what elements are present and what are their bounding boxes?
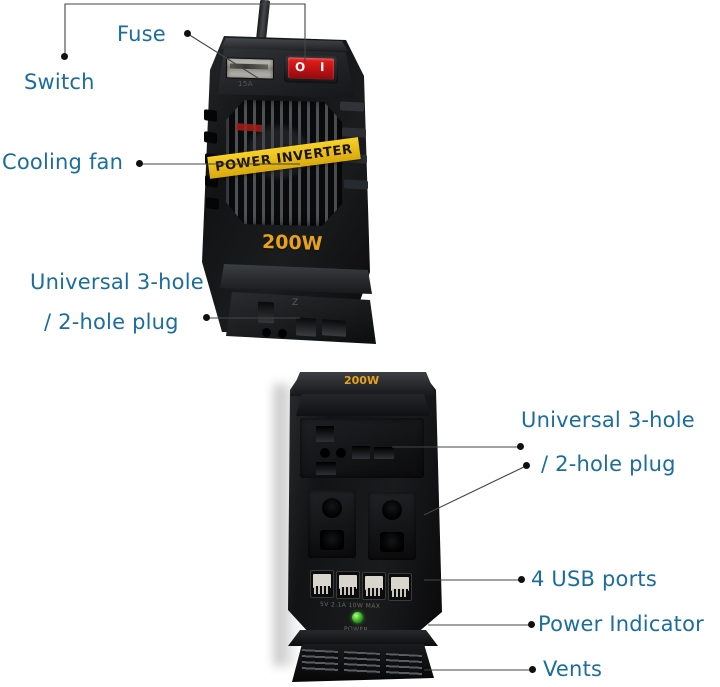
callout-usb-ports: 4 USB ports xyxy=(531,567,658,591)
leader-dot-usb-ports xyxy=(518,576,525,583)
universal-socket-slot[interactable] xyxy=(322,319,346,337)
outlet-flat-socket[interactable] xyxy=(380,532,404,552)
universal-socket-slot[interactable] xyxy=(316,462,336,475)
universal-socket-hole[interactable] xyxy=(262,328,271,337)
callout-cooling-fan: Cooling fan xyxy=(2,150,124,174)
usb-contact-block xyxy=(391,577,409,591)
callout-vents: Vents xyxy=(543,657,603,681)
leader-dot-power-indicator xyxy=(528,621,535,628)
universal-socket-slot[interactable] xyxy=(374,447,394,459)
usb-contacts xyxy=(392,589,408,597)
fuse-rating-marking: 15A xyxy=(238,80,253,88)
outlet-round-socket[interactable] xyxy=(382,500,402,520)
vent-slots xyxy=(386,653,422,677)
usb-port[interactable] xyxy=(362,572,386,600)
side-vent-notch xyxy=(204,131,217,144)
socket-marking: Z xyxy=(292,298,299,308)
outlet-flat-socket[interactable] xyxy=(320,530,344,550)
usb-contacts xyxy=(314,586,330,594)
universal-socket-slot[interactable] xyxy=(316,426,334,442)
leader-dot-universal-top xyxy=(203,314,210,321)
side-step-notch xyxy=(344,179,368,190)
callout-fuse: Fuse xyxy=(117,22,166,46)
side-step-notch xyxy=(342,127,366,138)
universal-socket-slot[interactable] xyxy=(352,446,370,459)
leader-dot-fuse xyxy=(184,30,191,37)
usb-port[interactable] xyxy=(336,571,360,599)
callout-universal-plug-top-line2: / 2-hole plug xyxy=(44,310,179,334)
leader-dot-universal-bottom xyxy=(517,443,524,450)
universal-socket-hole[interactable] xyxy=(278,329,287,338)
callout-universal-plug-top-line1: Universal 3-hole xyxy=(30,270,204,294)
callout-universal-plug-bottom-line1: Universal 3-hole xyxy=(521,408,695,432)
callout-universal-plug-bottom-line2: / 2-hole plug xyxy=(541,452,676,476)
usb-contacts xyxy=(366,588,382,596)
power-cord xyxy=(255,0,271,43)
usb-port[interactable] xyxy=(310,570,334,598)
outlet-round-socket[interactable] xyxy=(322,498,342,518)
callout-power-indicator: Power Indicator xyxy=(538,612,704,636)
fuse-element xyxy=(230,63,268,70)
chassis-shoulder xyxy=(296,394,430,416)
wattage-label: 200W xyxy=(344,374,380,387)
usb-contact-block xyxy=(365,576,383,590)
vent-slots xyxy=(302,649,338,673)
side-step-notch xyxy=(340,101,364,112)
power-indicator-led xyxy=(352,612,363,623)
usb-contact-block xyxy=(313,574,331,588)
callout-switch: Switch xyxy=(24,70,95,94)
universal-socket-slot[interactable] xyxy=(258,301,274,324)
power-inverter-front-view: 200W xyxy=(272,372,462,687)
usb-contact-block xyxy=(339,575,357,589)
wattage-label: 200W xyxy=(262,230,323,256)
universal-socket-hole[interactable] xyxy=(320,448,330,458)
side-vent-notch xyxy=(204,109,217,122)
side-vent-notch xyxy=(206,197,219,210)
leader-dot-cooling-fan xyxy=(136,160,143,167)
universal-socket-hole[interactable] xyxy=(336,448,346,458)
vent-slots xyxy=(344,651,380,675)
leader-dot-switch xyxy=(61,53,68,60)
switch-on-symbol: I xyxy=(320,59,325,75)
bottom-bevel xyxy=(288,630,438,646)
usb-contacts xyxy=(340,587,356,595)
switch-off-symbol: O xyxy=(295,59,306,75)
power-inverter-top-view: 15A O I POWER INVERTER 200W xyxy=(196,0,396,366)
leader-dot-vents xyxy=(529,666,536,673)
top-edge-band xyxy=(290,372,436,396)
leader-dot-two-hole xyxy=(523,462,530,469)
usb-port[interactable] xyxy=(388,573,412,601)
universal-socket-slot[interactable] xyxy=(296,317,316,337)
